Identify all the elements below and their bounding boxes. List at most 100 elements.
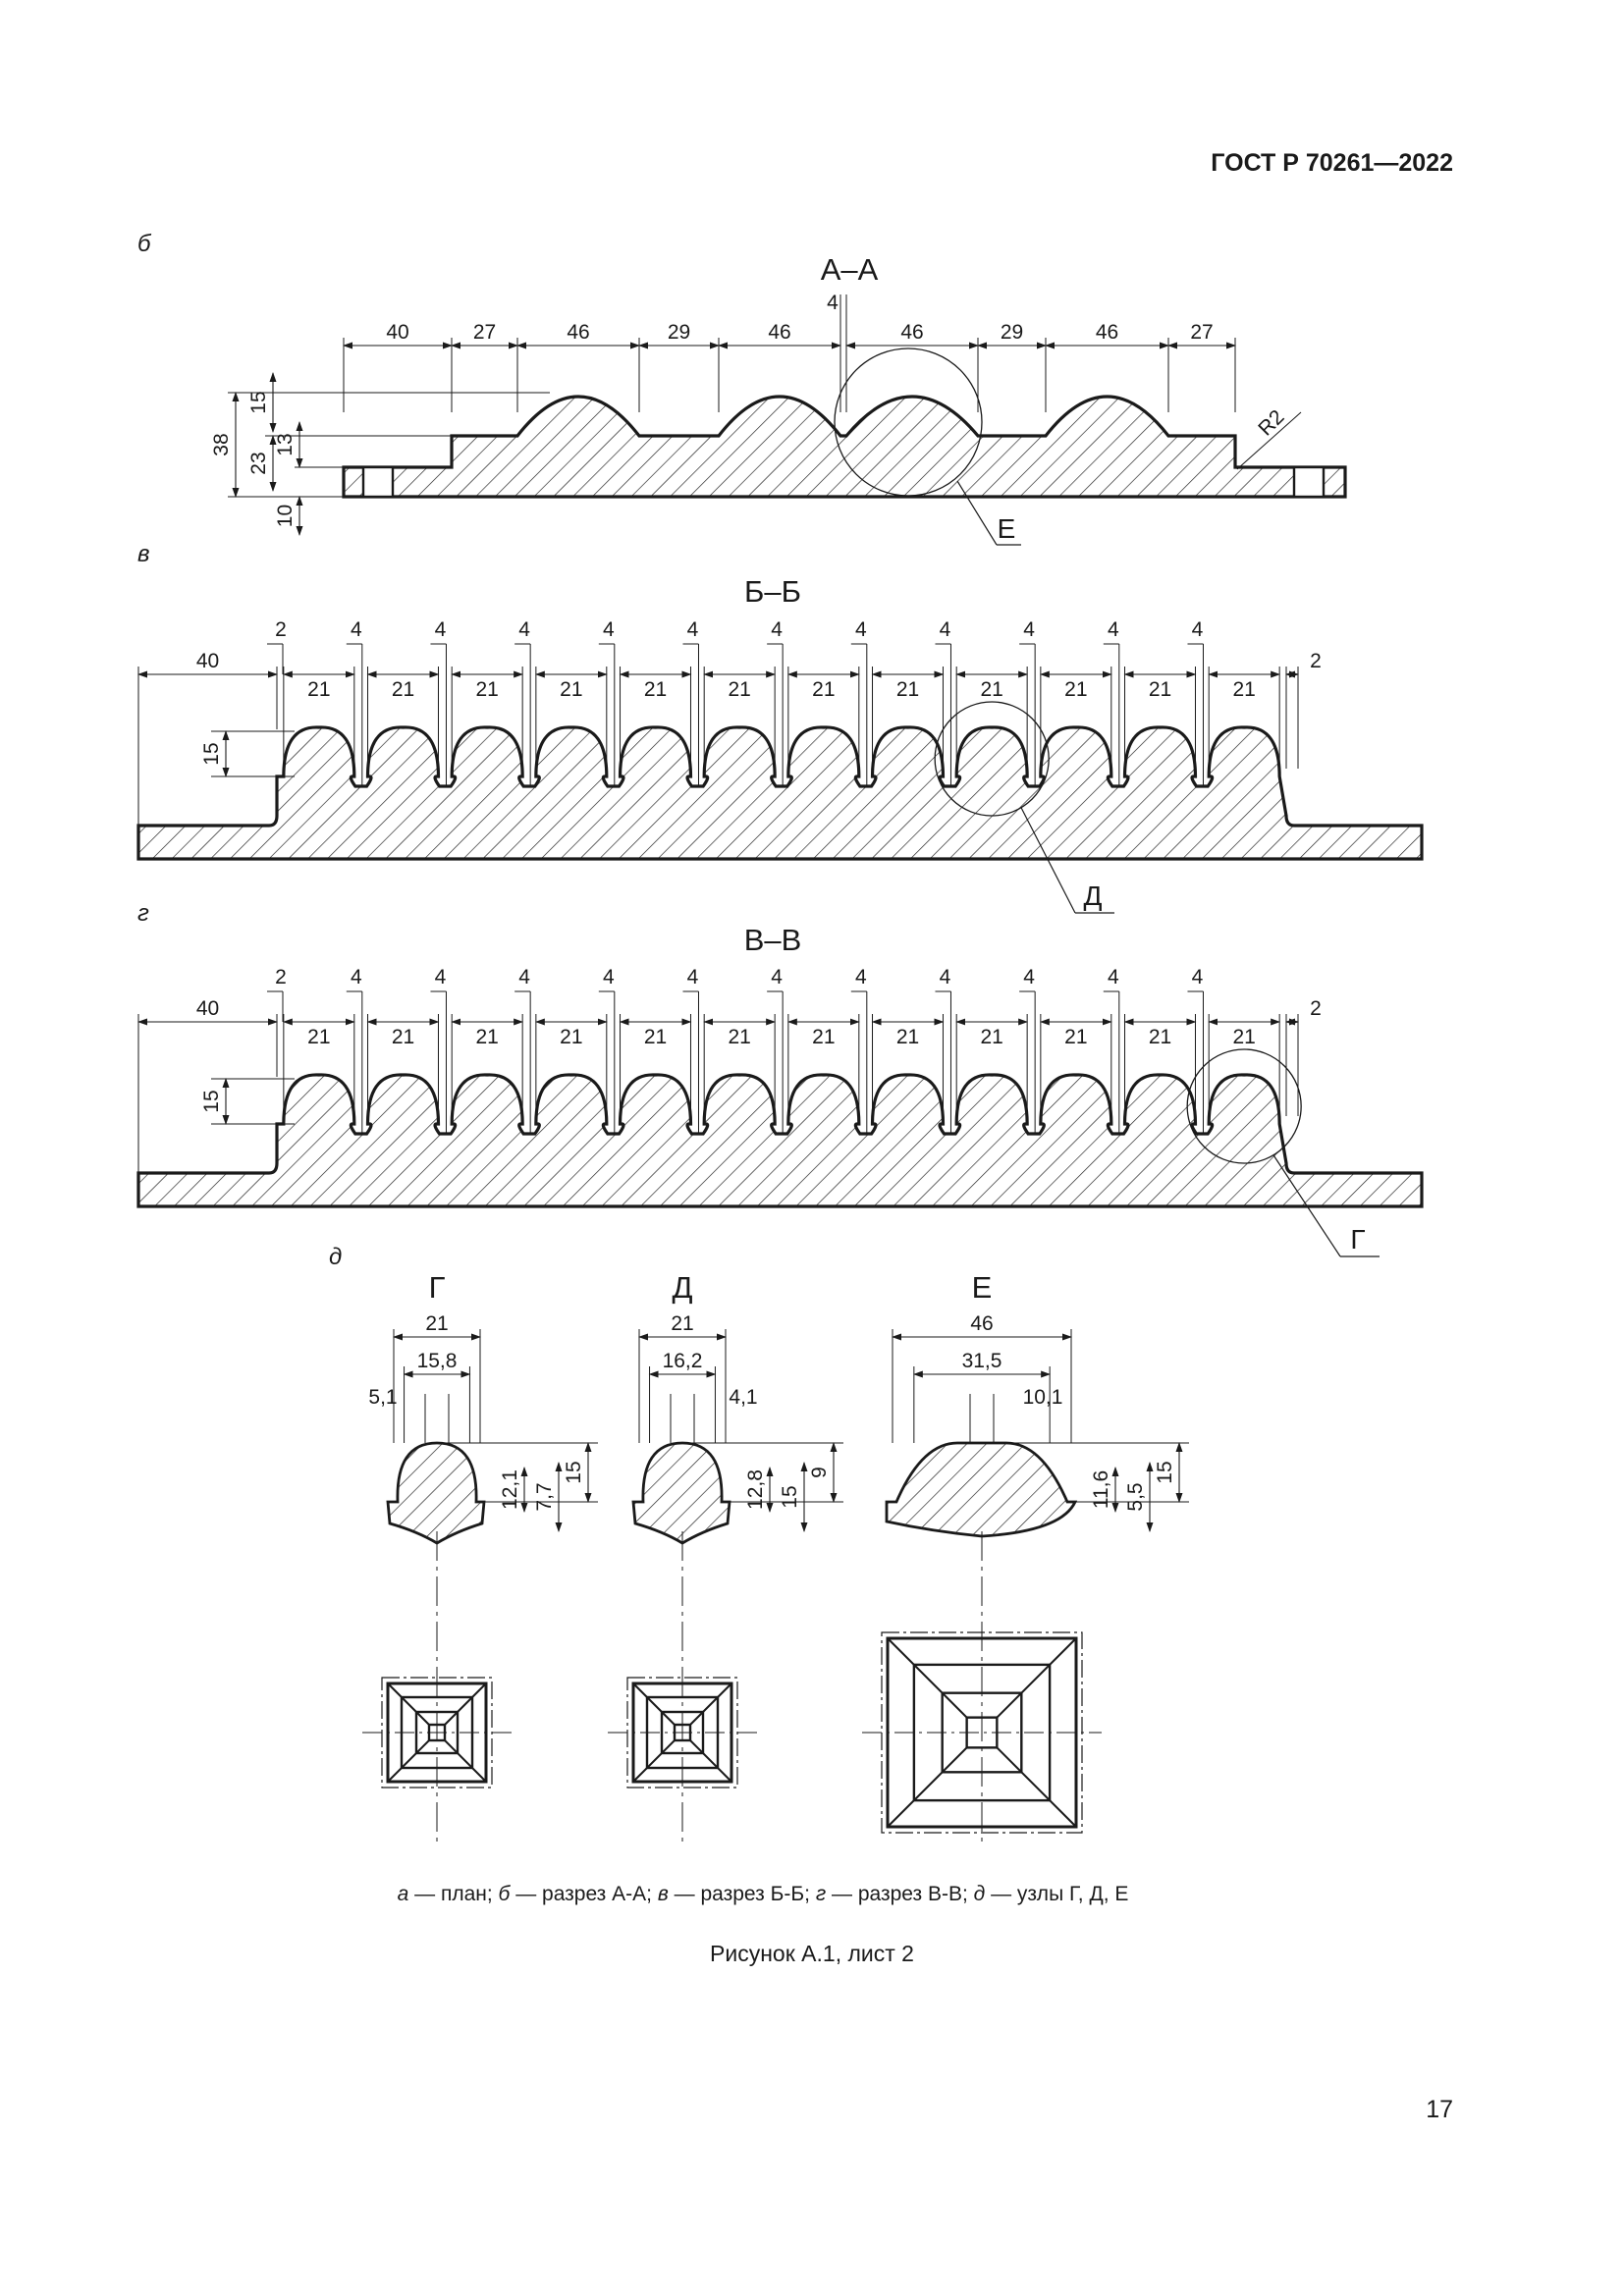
dimension-label: 4 — [940, 618, 951, 641]
section-outline — [136, 725, 1424, 861]
dimension-label: 5,5 — [1124, 1482, 1147, 1511]
plan-diagonal — [444, 1682, 487, 1726]
dimension-label: 21 — [980, 1026, 1002, 1048]
plan-diagonal — [996, 1637, 1077, 1719]
dimension-label: 4 — [1192, 618, 1204, 641]
dimension-label: 21 — [1064, 678, 1087, 701]
dimension-label: 21 — [560, 1026, 582, 1048]
dimension-label: 4 — [827, 292, 839, 314]
node-profile — [386, 1441, 486, 1545]
legend-a: а — план; — [397, 1883, 499, 1905]
dimension-label: 5,1 — [368, 1386, 397, 1409]
dimension-label: 4 — [771, 966, 783, 988]
dimension-label: 4 — [1108, 618, 1119, 641]
dimension-label: 2 — [275, 618, 287, 641]
dimension-label: 38 — [210, 433, 233, 455]
dimension-label: 4 — [855, 966, 867, 988]
dimension-label: 21 — [475, 678, 498, 701]
leader-line — [1236, 411, 1302, 470]
dimension-label: 15 — [1154, 1461, 1176, 1483]
legend-g: г — разрез В-В; — [815, 1883, 974, 1905]
bolt-hole — [361, 465, 395, 499]
dimension-label: 21 — [392, 1026, 414, 1048]
dimension-label: 21 — [896, 678, 919, 701]
dimension-label: 46 — [970, 1312, 993, 1335]
dimension-label: 4 — [351, 618, 362, 641]
dimension-label: 40 — [196, 997, 219, 1020]
nodes-drawing: Г2115,85,1157,712,1Д2116,24,191512,8Е463… — [362, 1270, 1189, 1845]
dimension-label: 15 — [200, 742, 223, 765]
dimension-label: 4 — [518, 618, 530, 641]
figure-title: Рисунок А.1, лист 2 — [710, 1941, 914, 1966]
dimension-label: 21 — [644, 1026, 667, 1048]
dimension-label: 21 — [392, 678, 414, 701]
callout-circle-e — [834, 347, 983, 497]
section-outline — [136, 1073, 1424, 1208]
leader-line — [956, 480, 998, 546]
callout-circle — [1186, 1048, 1302, 1164]
dimension-label: 11,6 — [1090, 1470, 1112, 1509]
dimension-label: 46 — [567, 321, 589, 344]
figure-legend: а — план; б — разрез А-А; в — разрез Б-Б… — [196, 1883, 1329, 1906]
page-number: 17 — [1426, 2096, 1453, 2123]
plan-diagonal — [387, 1682, 430, 1726]
callout-label: Д — [1084, 881, 1103, 911]
dimension-label: 46 — [900, 321, 923, 344]
dimension-label: 15 — [247, 391, 270, 413]
dimension-label: 4 — [1023, 966, 1035, 988]
panel-letter-b: б — [137, 231, 152, 257]
dimension-label: 21 — [1149, 1026, 1171, 1048]
callout-circle — [934, 701, 1050, 817]
node-title: Е — [972, 1270, 993, 1305]
dimension-label: 2 — [1310, 997, 1322, 1020]
plan-square — [414, 1710, 460, 1755]
plan-diagonal — [444, 1739, 487, 1783]
section-title-a-a: А–А — [821, 252, 879, 287]
dimension-label: 21 — [425, 1312, 448, 1335]
legend-d: д — узлы Г, Д, Е — [973, 1883, 1129, 1905]
dimension-label: 21 — [475, 1026, 498, 1048]
dimension-label: 40 — [196, 650, 219, 672]
node-title: Д — [673, 1270, 693, 1305]
bolt-hole — [1292, 465, 1326, 499]
panel-letter-d: д — [329, 1244, 342, 1270]
dimension-label: 21 — [728, 1026, 750, 1048]
callout-label-e: Е — [998, 513, 1016, 544]
dimension-label: 4 — [687, 966, 699, 988]
dimension-label: 4 — [1108, 966, 1119, 988]
dimension-label: 27 — [473, 321, 496, 344]
dimension-label: 15 — [779, 1485, 801, 1508]
plan-diagonal — [689, 1682, 732, 1726]
dimension-label: 4 — [1023, 618, 1035, 641]
dimension-label: 21 — [307, 678, 330, 701]
dimension-label: 10,1 — [1023, 1386, 1063, 1409]
dimension-label: 46 — [768, 321, 790, 344]
dimension-label: 15,8 — [417, 1350, 458, 1372]
dimension-label: 9 — [808, 1467, 831, 1478]
callout-label: Г — [1350, 1224, 1365, 1255]
radius-label: R2 — [1254, 405, 1288, 440]
plan-diagonal — [387, 1739, 430, 1783]
leader-line — [1020, 807, 1076, 914]
dimension-label: 29 — [668, 321, 690, 344]
section-a-a-outline — [342, 395, 1347, 499]
dimension-label: 21 — [671, 1312, 693, 1335]
dimension-label: 4 — [435, 966, 447, 988]
dimension-label: 21 — [896, 1026, 919, 1048]
dimension-label: 4 — [435, 618, 447, 641]
panel-letter-v: в — [137, 541, 150, 567]
dimension-label: 21 — [1232, 678, 1255, 701]
legend-b: б — разрез А-А; — [498, 1883, 658, 1905]
dimension-label: 13 — [274, 433, 297, 455]
node-profile — [885, 1441, 1078, 1538]
dimension-label: 40 — [386, 321, 408, 344]
plan-diagonal — [632, 1739, 676, 1783]
plan-diagonal — [689, 1739, 732, 1783]
dimension-label: 12,8 — [744, 1469, 767, 1510]
section-title-b-b: Б–Б — [744, 574, 801, 609]
dimension-label: 4,1 — [729, 1386, 757, 1409]
